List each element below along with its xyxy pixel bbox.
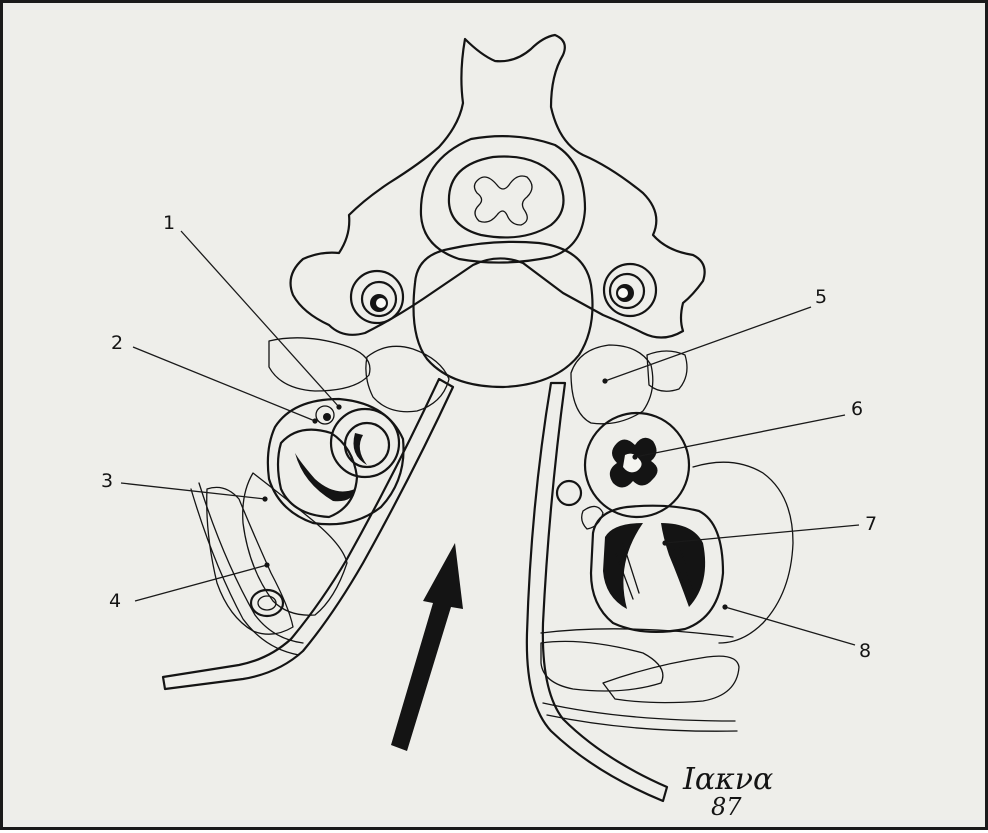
vertebra (291, 35, 705, 387)
left-strap-muscles (207, 487, 293, 634)
recurrent-laryngeal-nerve (557, 481, 581, 505)
label-7: 7 (865, 513, 877, 535)
label-2: 2 (111, 332, 123, 354)
left-platysma-layer (191, 483, 303, 655)
left-retractor-blade (163, 379, 453, 689)
right-prevertebral-muscle (571, 345, 653, 424)
right-transverse-foramen (604, 264, 656, 316)
spinal-cord-grey-matter (474, 176, 532, 225)
esophagus (585, 413, 689, 517)
leader-lines (121, 231, 859, 645)
anatomical-cross-section-diagram: 1 2 3 4 5 6 7 8 Ιακνα 87 (3, 3, 988, 833)
signature-year: 87 (711, 793, 742, 821)
right-strap-muscle-lower (603, 656, 739, 702)
left-carotid-artery (331, 409, 399, 477)
right-sternocleidomastoid-muscle (541, 641, 663, 691)
left-jugular-vein-shading (295, 453, 355, 501)
artist-signature: Ιακνα (682, 762, 773, 797)
label-8: 8 (859, 640, 871, 662)
trachea (591, 506, 723, 632)
left-vagus-nerve (316, 406, 334, 424)
spinal-cord-outline (449, 157, 564, 238)
thyroid-lobe (693, 462, 793, 643)
vertebral-foramen-ring (421, 136, 585, 262)
label-3: 3 (101, 470, 113, 492)
left-transverse-foramen (351, 271, 403, 323)
label-1: 1 (163, 212, 175, 234)
left-external-jugular-vein (251, 590, 283, 616)
surgical-approach-arrow (391, 543, 463, 751)
label-5: 5 (815, 286, 827, 308)
label-6: 6 (851, 398, 863, 420)
left-prevertebral-muscle (366, 346, 449, 411)
label-4: 4 (109, 590, 121, 612)
right-skin-layers (541, 629, 737, 731)
